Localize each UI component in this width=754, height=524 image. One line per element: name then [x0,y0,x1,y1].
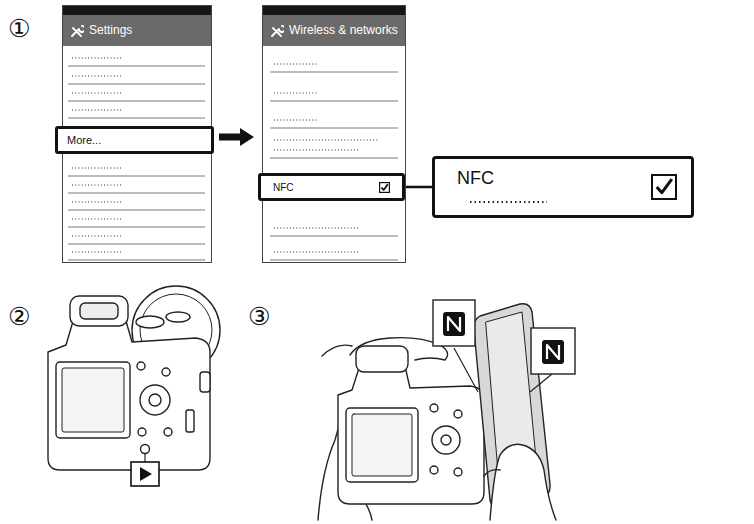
list-rule [68,101,205,102]
placeholder-dots [72,218,122,219]
list-rule [270,72,398,73]
playback-button [141,445,150,454]
list-rule [270,158,398,159]
camera-body [338,362,484,504]
checkbox [379,182,390,193]
phone-screen: SettingsMore... [62,5,212,263]
lcd-screen [346,408,418,482]
phone-screen: Wireless & networksNFC [262,5,406,263]
zoom-callout: NFC [432,156,694,218]
menu-item-text: More... [67,134,101,146]
control-wheel [140,385,170,415]
nfc-mark-callout [531,328,575,374]
dial [136,316,164,328]
block-arrow [219,128,254,146]
list-rule [68,193,205,194]
connector [219,128,254,146]
play-symbol [140,467,152,481]
setting-label: NFC [457,168,494,189]
list-rule [68,118,205,119]
screen-header: Wireless & networks [263,6,405,46]
list-rule [68,227,205,228]
placeholder-dots [274,92,318,93]
placeholder-dots [274,227,360,228]
camera-body [48,314,210,470]
highlighted-setting-row: NFC [258,173,405,201]
list-rule [68,84,205,85]
list-rule [68,66,205,67]
placeholder-dots [72,184,122,185]
placeholder-dots [72,57,122,58]
screen-header: Settings [63,6,211,46]
placeholder-dots [72,251,122,252]
step-number: ③ [248,304,270,329]
placeholder-dots [72,235,122,236]
placeholder-dots [72,201,122,202]
nfc-mark-callout [433,300,475,346]
list-rule [270,128,398,129]
placeholder-dots [274,251,360,252]
play-symbol-box [131,462,159,486]
list-rule [270,260,398,261]
placeholder-dots [72,92,122,93]
list-rule [68,260,205,261]
lcd-screen [56,362,130,438]
list-rule [270,101,398,102]
screen-title: Settings [89,23,132,37]
placeholder-dots [274,63,318,64]
eyecup [70,296,128,326]
list-rule [68,244,205,245]
eyecup [356,346,408,372]
checkbox [651,174,677,200]
list-rule [68,176,205,177]
right-hand [490,444,556,520]
placeholder-dots [72,109,122,110]
placeholder-dots [469,199,549,205]
screen-title: Wireless & networks [289,23,398,37]
placeholder-dots [274,149,360,150]
highlighted-menu-item: More... [55,126,214,154]
list-rule [68,210,205,211]
wrench-icon [70,24,84,38]
wrench-icon [270,24,284,38]
placeholder-dots [72,75,122,76]
connector [405,187,432,188]
step-number: ① [8,16,30,41]
placeholder-dots [274,119,318,120]
placeholder-dots [274,139,378,140]
connector-line [405,186,432,189]
control-wheel [432,426,460,454]
list-rule [270,236,398,237]
step-number: ② [8,304,30,329]
setting-label: NFC [273,182,294,193]
placeholder-dots [72,167,122,168]
